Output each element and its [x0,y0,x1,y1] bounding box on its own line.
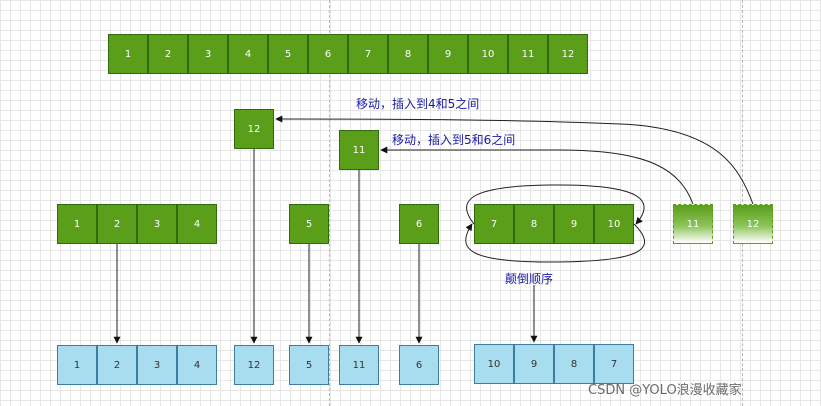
mid-box-10: 10 [594,204,634,244]
top-box-1: 1 [108,34,148,74]
reverse-loop-top [466,184,645,225]
top-box-7: 7 [348,34,388,74]
bottom-box-1: 1 [57,345,97,385]
bottom-box-4: 4 [177,345,217,385]
bottom-box-12: 12 [234,345,274,385]
moved-box-12: 12 [234,109,274,149]
bottom-box-6: 6 [399,345,439,385]
mid-box-3: 3 [137,204,177,244]
mid-box-6: 6 [399,204,439,244]
guide-line-center [329,0,330,406]
mid-box-2: 2 [97,204,137,244]
top-box-8: 8 [388,34,428,74]
top-box-11: 11 [508,34,548,74]
bottom-box-5: 5 [289,345,329,385]
bottom-box-2: 2 [97,345,137,385]
mid-box-4: 4 [177,204,217,244]
top-box-3: 3 [188,34,228,74]
bottom-box-10: 10 [474,344,514,384]
bottom-box-11: 11 [339,345,379,385]
curve-11-move [380,146,694,205]
watermark: CSDN @YOLO浪漫收藏家 [588,383,742,398]
faded-box-11: 11 [673,204,713,244]
top-box-4: 4 [228,34,268,74]
bottom-box-9: 9 [514,344,554,384]
label-reverse: 颠倒顺序 [505,272,554,286]
bottom-box-8: 8 [554,344,594,384]
top-box-9: 9 [428,34,468,74]
mid-box-8: 8 [514,204,554,244]
top-box-10: 10 [468,34,508,74]
top-box-12: 12 [548,34,588,74]
reverse-loop-bottom [465,223,645,263]
mid-box-9: 9 [554,204,594,244]
top-box-6: 6 [308,34,348,74]
guide-line-right [742,0,743,406]
bottom-box-3: 3 [137,345,177,385]
moved-box-11: 11 [339,130,379,170]
bottom-box-7: 7 [594,344,634,384]
top-box-2: 2 [148,34,188,74]
mid-box-5: 5 [289,204,329,244]
curve-12-move [275,115,754,205]
label-move-11: 移动，插入到5和6之间 [392,133,516,147]
label-move-12: 移动，插入到4和5之间 [356,97,480,111]
mid-box-1: 1 [57,204,97,244]
top-box-5: 5 [268,34,308,74]
faded-box-12: 12 [733,204,773,244]
mid-box-7: 7 [474,204,514,244]
